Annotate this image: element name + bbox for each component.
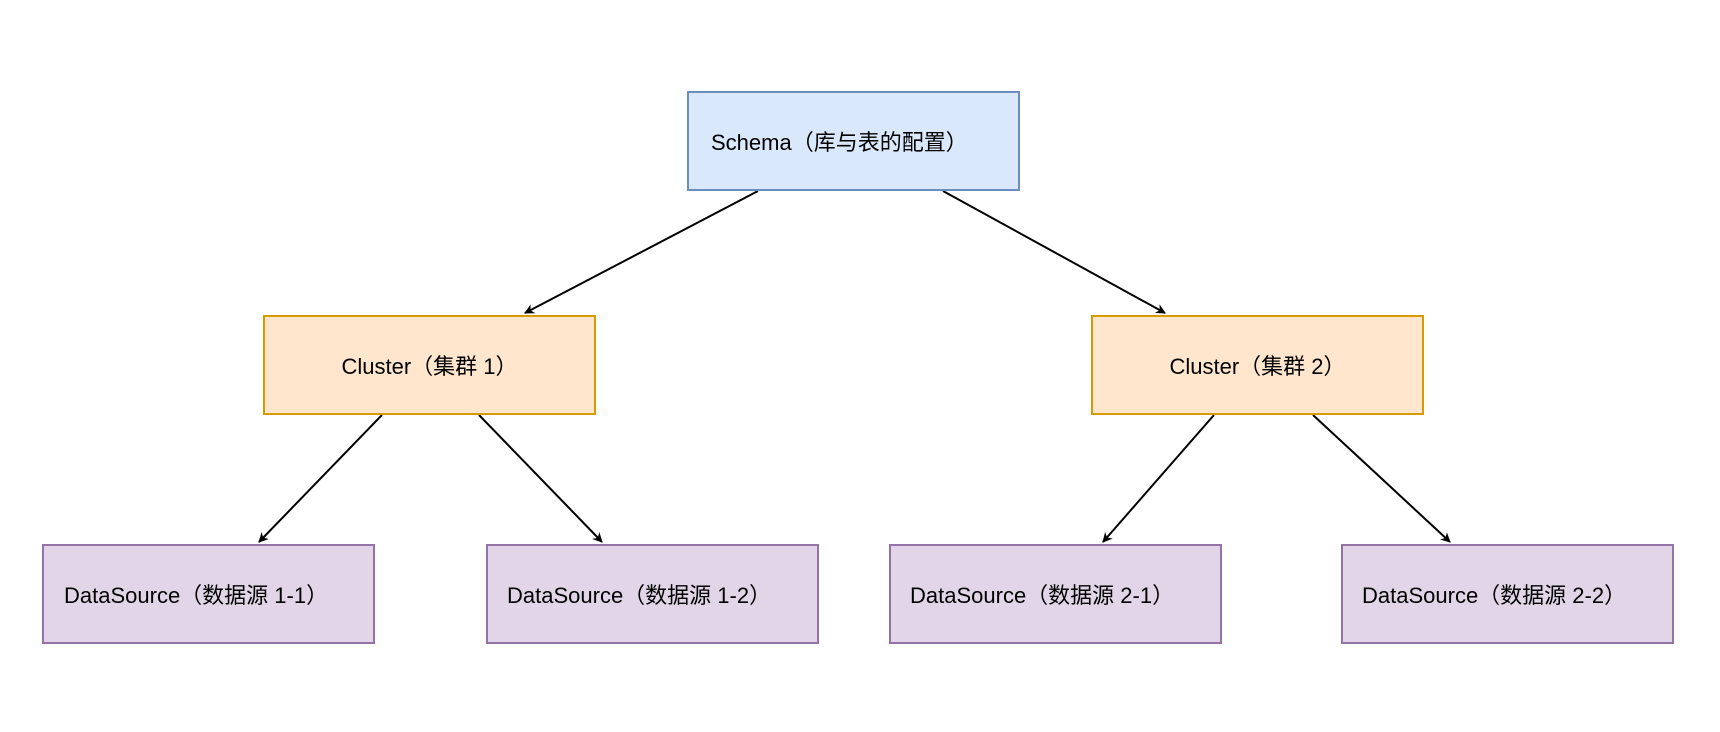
edge-schema-to-cluster-2 [942,190,1166,314]
edge-cluster-1-to-datasource-1-1 [258,414,383,543]
edge-schema-to-cluster-1 [524,190,759,314]
schema-node: Schema（库与表的配置） [687,91,1020,191]
datasource-2-1-node: DataSource（数据源 2-1） [889,544,1222,644]
cluster-2-node-label: Cluster（集群 2） [1169,354,1346,379]
datasource-2-1-node-label: DataSource（数据源 2-1） [910,583,1175,608]
schema-node-label: Schema（库与表的配置） [711,130,968,155]
datasource-1-2-node: DataSource（数据源 1-2） [486,544,819,644]
datasource-2-2-node-label: DataSource（数据源 2-2） [1362,583,1627,608]
cluster-2-node: Cluster（集群 2） [1091,315,1424,415]
cluster-1-node: Cluster（集群 1） [263,315,596,415]
edge-cluster-1-to-datasource-1-2 [478,414,603,543]
datasource-1-1-node: DataSource（数据源 1-1） [42,544,375,644]
edge-cluster-2-to-datasource-2-1 [1102,414,1215,543]
datasource-1-1-node-label: DataSource（数据源 1-1） [64,583,329,608]
edge-cluster-2-to-datasource-2-2 [1312,414,1451,543]
datasource-1-2-node-label: DataSource（数据源 1-2） [507,583,772,608]
cluster-1-node-label: Cluster（集群 1） [341,354,518,379]
datasource-2-2-node: DataSource（数据源 2-2） [1341,544,1674,644]
